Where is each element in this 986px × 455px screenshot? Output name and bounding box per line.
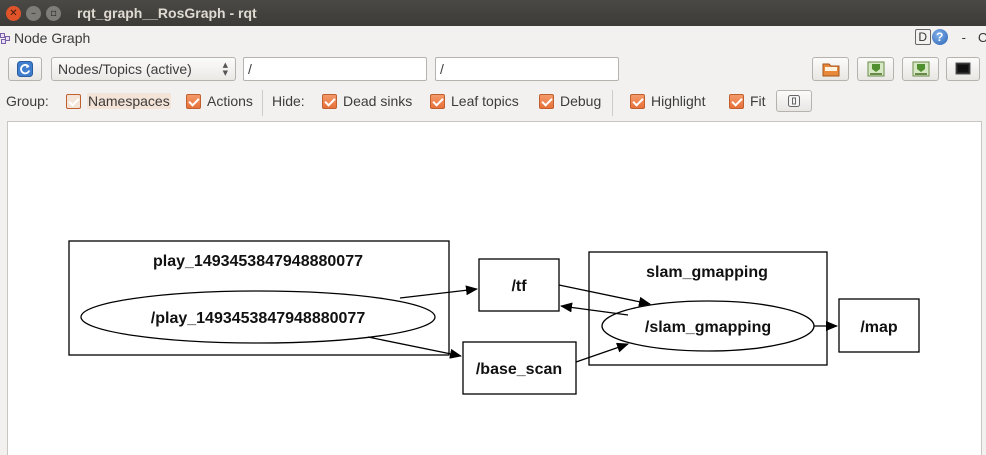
base-scan-topic[interactable] — [462, 341, 577, 395]
highlight-label: Highlight — [651, 93, 706, 109]
graph-type-select[interactable]: Nodes/Topics (active) ▲▼ — [51, 57, 236, 81]
maximize-window-button[interactable]: ▫ — [46, 5, 61, 21]
title-bar: ✕ – ▫ rqt_graph__RosGraph - rqt — [0, 0, 986, 26]
namespace-filter-input[interactable] — [243, 57, 427, 81]
plugin-title: Node Graph — [14, 30, 91, 46]
dock-button[interactable]: D — [914, 29, 931, 45]
graph-canvas[interactable]: play_1493453847948880077 /play_149345384… — [7, 121, 982, 455]
checkbox-checked-icon — [430, 93, 445, 109]
save-as-svg-icon — [912, 61, 929, 77]
save-dot-button[interactable] — [857, 57, 894, 81]
edge-play-to-tf — [399, 285, 478, 299]
screen-icon — [955, 62, 971, 75]
refresh-button[interactable] — [8, 57, 42, 81]
edge-slam-to-tf — [560, 302, 629, 316]
fit-in-view-button[interactable] — [776, 90, 812, 112]
slam-node-label: /slam_gmapping — [645, 319, 771, 336]
fit-label: Fit — [750, 93, 766, 109]
namespaces-label: Namespaces — [87, 93, 171, 109]
graph-type-value: Nodes/Topics (active) — [58, 61, 192, 77]
refresh-icon — [17, 61, 33, 77]
load-dot-button[interactable] — [812, 57, 849, 81]
dead-sinks-checkbox[interactable]: Dead sinks — [316, 93, 412, 109]
checkbox-checked-icon — [66, 93, 81, 109]
separator — [612, 90, 613, 116]
separator — [262, 90, 263, 116]
checkbox-checked-icon — [186, 93, 201, 109]
dead-sinks-label: Dead sinks — [343, 93, 413, 109]
play-node[interactable] — [80, 290, 436, 344]
folder-icon — [822, 63, 839, 77]
leaf-topics-checkbox[interactable]: Leaf topics — [424, 93, 519, 109]
play-namespace-cluster — [68, 240, 450, 356]
map-topic-label: /map — [860, 319, 898, 336]
slam-namespace-cluster — [588, 251, 828, 366]
graph-svg: play_1493453847948880077 /play_149345384… — [68, 240, 920, 395]
tf-topic-label: /tf — [511, 278, 527, 295]
topic-filter-input[interactable] — [435, 57, 619, 81]
checkbox-checked-icon — [630, 93, 645, 109]
debug-label: Debug — [560, 93, 602, 109]
map-topic[interactable] — [838, 298, 920, 353]
hide-label: Hide: — [272, 93, 305, 109]
edge-play-to-base-scan — [367, 336, 462, 359]
edge-base-scan-to-slam — [575, 342, 629, 363]
window-title: rqt_graph__RosGraph - rqt — [77, 5, 257, 21]
play-node-label: /play_1493453847948880077 — [151, 310, 366, 327]
checkbox-checked-icon — [729, 93, 744, 109]
debug-checkbox[interactable]: Debug — [533, 93, 601, 109]
base-scan-topic-label: /base_scan — [476, 361, 562, 378]
leaf-topics-label: Leaf topics — [451, 93, 519, 109]
play-namespace-label: play_1493453847948880077 — [153, 253, 363, 270]
plugin-icon — [0, 32, 11, 44]
close-window-button[interactable]: ✕ — [6, 5, 21, 21]
edge-tf-to-slam — [558, 284, 651, 307]
close-plugin-button[interactable]: O — [978, 29, 986, 45]
namespaces-checkbox[interactable]: Namespaces — [60, 93, 171, 109]
save-svg-button[interactable] — [902, 57, 939, 81]
save-as-dot-icon — [867, 61, 884, 77]
actions-label: Actions — [207, 93, 253, 109]
highlight-checkbox[interactable]: Highlight — [624, 93, 705, 109]
checkbox-checked-icon — [322, 93, 337, 109]
fit-checkbox[interactable]: Fit — [723, 93, 766, 109]
save-image-button[interactable] — [946, 57, 980, 81]
combo-arrows-icon: ▲▼ — [222, 61, 228, 77]
plugin-header: Node Graph D ? - O — [0, 27, 986, 49]
options-bar: Group: Namespaces Actions Hide: Dead sin… — [0, 89, 986, 116]
actions-checkbox[interactable]: Actions — [180, 93, 253, 109]
slam-namespace-label: slam_gmapping — [646, 264, 768, 281]
minimize-plugin-button[interactable]: - — [961, 29, 966, 45]
group-label: Group: — [6, 93, 49, 109]
help-icon[interactable]: ? — [931, 29, 948, 45]
minimize-window-button[interactable]: – — [26, 5, 41, 21]
fit-view-icon — [788, 95, 800, 107]
checkbox-checked-icon — [539, 93, 554, 109]
